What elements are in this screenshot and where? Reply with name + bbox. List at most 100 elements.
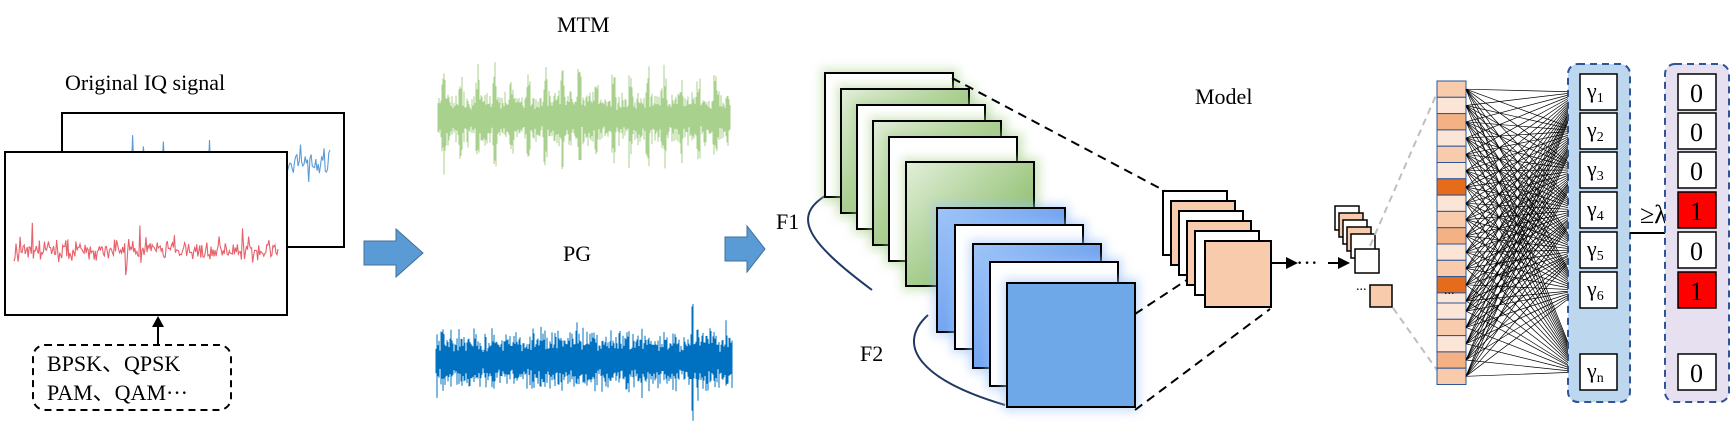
flatten-cell [1436,259,1467,278]
flatten-cell [1436,162,1467,180]
pool-dots: ... [1356,279,1367,294]
flatten-cell [1436,318,1467,337]
output-bit-value: 0 [1690,79,1703,108]
output-bit-6: 1 [1677,271,1717,309]
conv-map-front [1204,240,1272,308]
flatten-cell [1436,302,1467,320]
fc-edge [1465,169,1581,302]
fc-edge [1465,91,1581,312]
fc-edge [1465,91,1581,204]
fully-connected-lines [1465,88,1581,377]
threshold-label: ≥λ [1640,200,1667,229]
flatten-cell [1436,80,1467,98]
fc-edge [1465,91,1581,302]
feature-map-stack [821,69,1139,411]
fc-edge [1465,130,1581,302]
output-bit-5: 0 [1677,231,1717,269]
conv-out-arrow-head [1286,257,1298,269]
f1-bracket [807,192,873,291]
gamma-box-2: γ2 [1579,112,1618,150]
pool-map-single [1369,284,1393,308]
fc-edge [1465,91,1581,377]
fc-edge [1465,121,1581,211]
fc-edge [1465,130,1581,220]
flatten-cell [1436,96,1467,115]
flatten-cell [1436,210,1467,229]
flatten-cell [1436,351,1467,369]
output-bit-value: 1 [1690,277,1703,306]
flatten-dots: ... [1444,283,1455,298]
flatten-vector [1436,80,1467,386]
fc-edge [1465,105,1581,211]
fc-edge [1465,130,1581,139]
fc-edge [1465,249,1581,361]
projection-line-top [951,77,1166,192]
fc-edge [1465,130,1581,328]
fc-edge [1465,137,1581,171]
original-iq-label: Original IQ signal [65,70,225,95]
flatten-cell [1436,243,1467,261]
modulation-arrow-head [152,316,164,327]
output-bit-4: 1 [1677,191,1717,229]
fc-edge [1465,130,1581,253]
mtm-spectrum [437,62,731,175]
fc-edge [1465,130,1581,188]
fc-edge [1465,91,1581,361]
output-bit-3: 0 [1677,151,1717,189]
flatten-cell [1436,129,1467,147]
flow-arrow-1 [363,227,424,279]
fc-edge [1465,169,1581,220]
output-bit-7: 0 [1677,353,1717,391]
output-bit-value: 0 [1690,237,1703,266]
fc-edge [1465,130,1581,344]
fc-edge [1465,169,1581,172]
fc-edge [1465,91,1581,155]
fc-edge [1465,153,1581,211]
f2-bracket [912,314,1006,406]
fc-edge [1465,91,1581,171]
flatten-line-bottom [1392,307,1438,371]
modulation-box: BPSK、QPSK PAM、QAM··· [32,344,232,411]
fc-edge [1465,343,1581,373]
flatten-cell [1436,178,1467,196]
flatten-cell [1436,335,1467,353]
output-bit-value: 1 [1690,197,1703,226]
iq-signal-front-panel [4,151,288,316]
fc-edge [1465,169,1581,204]
pg-label: PG [563,241,591,266]
fc-edge [1465,169,1581,377]
fc-edge [1465,249,1581,377]
fc-edge [1465,209,1581,377]
fc-edge [1465,130,1581,286]
flatten-line-top [1369,92,1438,247]
gamma-box-1: γ1 [1579,73,1618,111]
fc-edge [1465,130,1581,204]
pg-spectrum [435,304,733,421]
fc-edge [1465,169,1581,188]
modulation-line-1: BPSK、QPSK [47,351,180,376]
fc-edge [1465,130,1581,269]
fc-edge [1465,300,1581,373]
fc-edge [1465,170,1581,211]
fc-edge [1465,121,1581,132]
mtm-label: MTM [557,12,610,37]
conv-map-stack [1162,190,1272,308]
fc-edge [1465,130,1581,377]
flatten-cell [1436,113,1467,131]
fc-edge [1465,186,1581,211]
projection-line-bottom [1134,308,1271,411]
fc-edge [1465,91,1581,253]
gamma-box-3: γ3 [1579,151,1618,189]
pool-map-stack [1334,205,1393,308]
model-label: Model [1195,84,1252,109]
output-bit-1: 0 [1677,73,1717,111]
fc-edge [1465,121,1581,171]
fc-edge [1465,130,1581,237]
fc-edge [1465,249,1581,253]
pool-arrow-head [1338,257,1350,269]
fc-edge [1465,289,1581,302]
fc-edge [1465,249,1581,302]
gamma-box-5: γ5 [1579,231,1618,269]
pool-map [1354,248,1380,274]
